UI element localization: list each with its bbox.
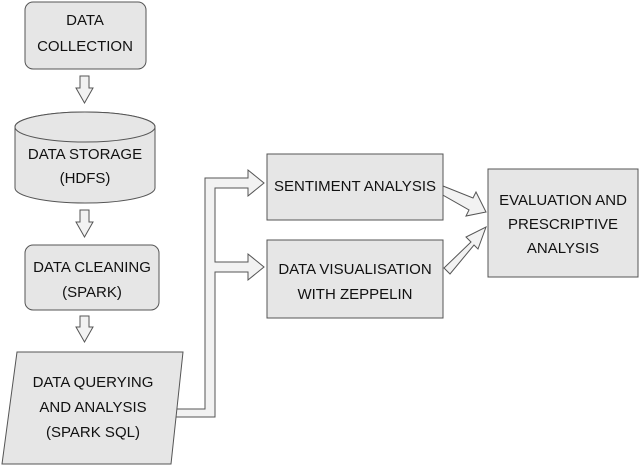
arrow-cleaning-to-querying	[75, 315, 94, 344]
arrow-storage-to-cleaning	[75, 209, 94, 239]
evaluation-label-line-2: PRESCRIPTIVE	[508, 216, 618, 233]
data-cleaning-label-line-2: (SPARK)	[62, 284, 122, 301]
sentiment-analysis-box	[266, 153, 444, 221]
arrow-collection-to-storage	[75, 75, 94, 105]
data-storage-cylinder-top	[14, 111, 156, 143]
data-collection-box	[24, 1, 147, 70]
data-visualisation-label-line-1: DATA VISUALISATION	[278, 261, 431, 278]
node-labels: DATA COLLECTION DATA STORAGE (HDFS) DATA…	[28, 12, 627, 441]
data-collection-label-line-2: COLLECTION	[37, 38, 133, 55]
connectors	[75, 75, 487, 418]
data-cleaning-label-line-1: DATA CLEANING	[33, 259, 151, 276]
data-querying-label-line-2: AND ANALYSIS	[39, 399, 146, 416]
arrow-visualisation-to-evaluation	[443, 225, 487, 275]
arrow-sentiment-to-evaluation	[440, 185, 487, 217]
data-visualisation-label-line-2: WITH ZEPPELIN	[297, 286, 412, 303]
data-querying-label-line-3: (SPARK SQL)	[46, 424, 140, 441]
data-storage-label-line-2: (HDFS)	[60, 170, 111, 187]
data-storage-label-line-1: DATA STORAGE	[28, 146, 142, 163]
sentiment-analysis-label: SENTIMENT ANALYSIS	[274, 178, 436, 195]
data-querying-label-line-1: DATA QUERYING	[33, 374, 154, 391]
data-visualisation-box	[266, 239, 444, 319]
arrow-querying-to-outputs	[175, 168, 265, 418]
data-collection-label-line-1: DATA	[66, 12, 104, 29]
evaluation-label-line-1: EVALUATION AND	[499, 192, 627, 209]
evaluation-box	[487, 168, 639, 278]
evaluation-label-line-3: ANALYSIS	[527, 240, 599, 257]
data-cleaning-box	[24, 244, 160, 311]
data-querying-box	[1, 351, 184, 465]
